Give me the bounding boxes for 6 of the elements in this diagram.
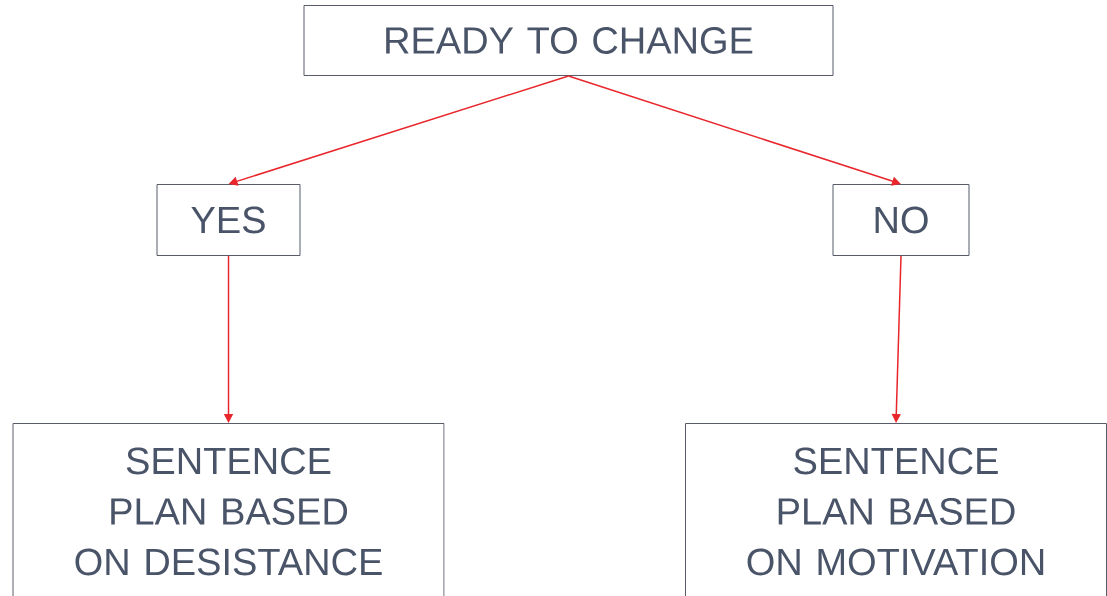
- outcome-box: SENTENCE PLAN BASED ON DESISTANCE: [12, 423, 445, 596]
- process-box: YES: [156, 184, 301, 256]
- process-box: READY TO CHANGE: [303, 5, 834, 76]
- process-box: NO: [832, 184, 970, 256]
- arrow: [567, 75, 901, 186]
- outcome-box: SENTENCE PLAN BASED ON MOTIVATION: [685, 423, 1107, 596]
